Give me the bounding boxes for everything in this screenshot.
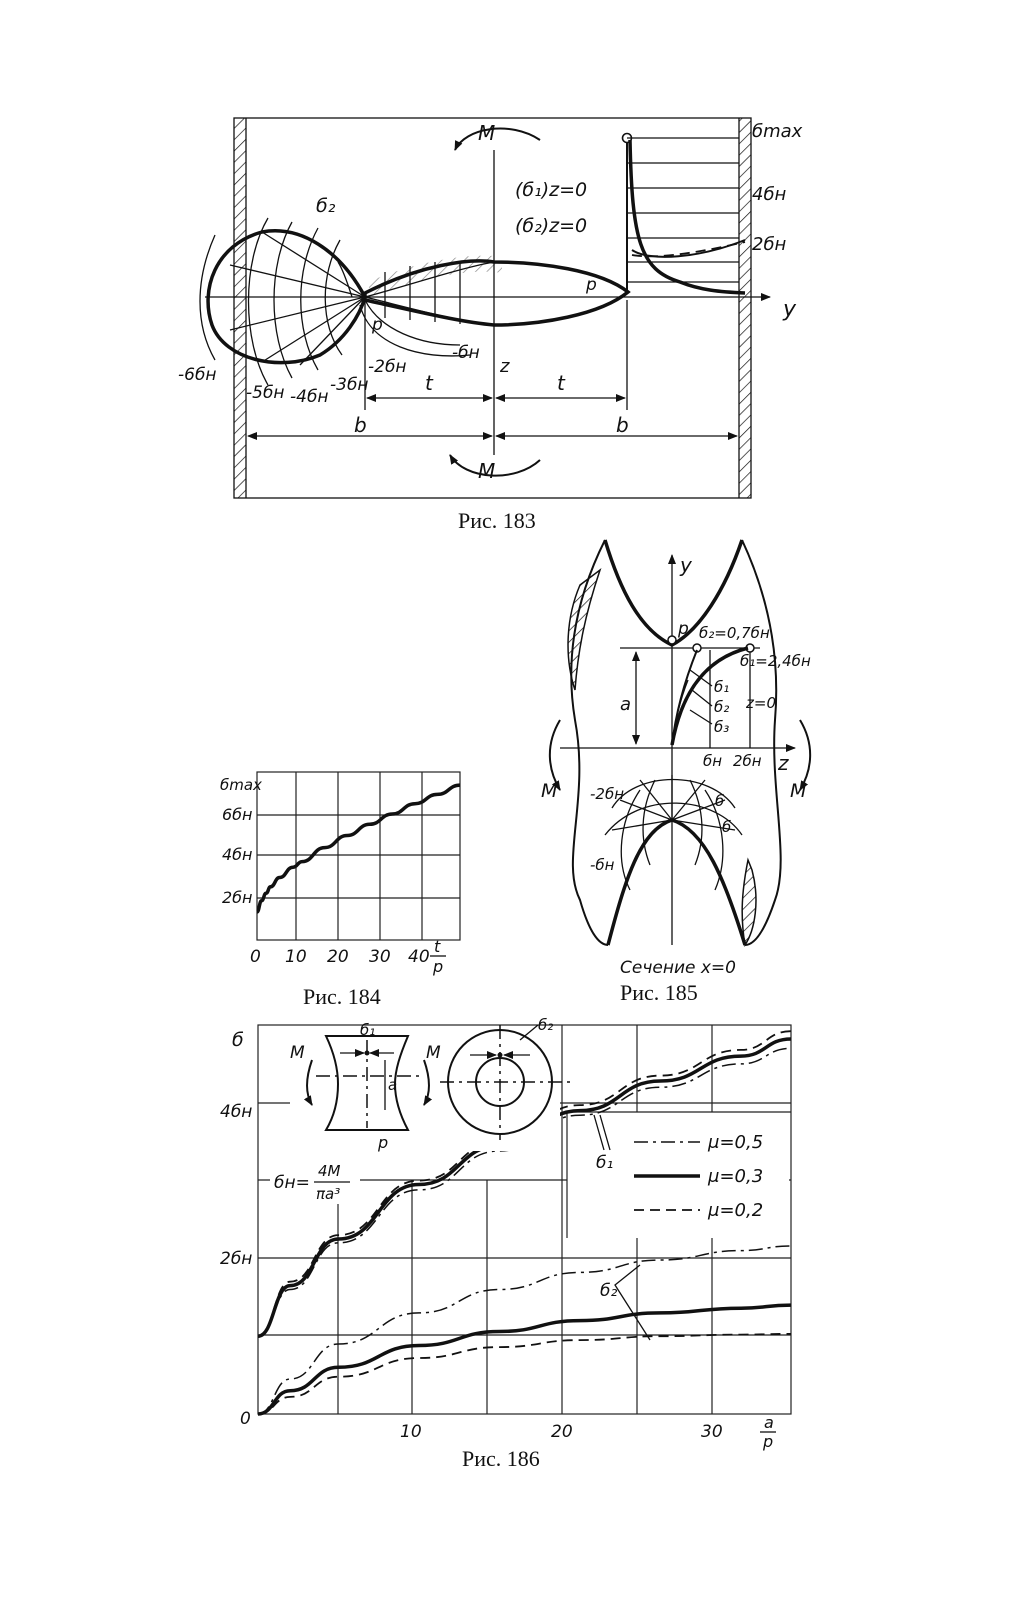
fig183-y: y <box>782 297 797 322</box>
fig183-s2: 2бн <box>752 234 787 255</box>
fig186-ytick-2: 2бн <box>220 1249 252 1269</box>
fig183-b1: b <box>354 413 367 437</box>
fig183-neg-2sn: -2бн <box>368 357 407 377</box>
fig183-neg-sn: -бн <box>452 343 480 363</box>
fig183-stress-lobe <box>206 229 367 365</box>
fig184-xtick-40: 40 <box>408 947 430 967</box>
fig185-s2n: 2бн <box>733 752 762 770</box>
fig185-y: y <box>679 553 693 577</box>
fig185-s2eq: б₂=0,7бн <box>699 624 770 642</box>
fig186-inset-M-right: M <box>426 1043 441 1063</box>
fig184-ylabel: бmax <box>220 776 262 794</box>
fig183-neg-3sn: -3бн <box>330 375 369 395</box>
fig185-sA: б <box>715 792 724 810</box>
fig186-caption: Рис. 186 <box>462 1446 540 1471</box>
fig185-section: Сечение x=0 <box>620 958 736 978</box>
legend-label-1: μ=0,3 <box>707 1166 763 1187</box>
fig185-z: z <box>777 751 789 775</box>
fig186-inset-p: p <box>377 1133 388 1152</box>
fig186-xtick-20: 20 <box>551 1422 573 1442</box>
fig186-series-4 <box>257 1303 792 1416</box>
fig183-b2: b <box>616 413 629 437</box>
fig186-inset-s1: б₁ <box>360 1021 375 1039</box>
fig186-xlabel-den: p <box>762 1432 773 1451</box>
fig186-series-3 <box>257 1245 792 1415</box>
fig183-p2: p <box>371 315 383 335</box>
fig183-s4: 4бн <box>752 184 787 205</box>
fig186: μ=0,5 μ=0,3 μ=0,2 б₁ б₂ б 2бн 4бн 0 10 2… <box>220 1016 792 1451</box>
fig184-xlabel-den: p <box>432 957 443 976</box>
fig186-formula-lhs: бн= <box>274 1173 310 1193</box>
fig184-xtick-10: 10 <box>285 947 307 967</box>
fig185-M-right: M <box>790 780 806 802</box>
fig183-label-M-bottom: M <box>478 459 495 483</box>
fig185-neg-2sn: -2бн <box>590 785 624 803</box>
fig184-ytick-6: 6бн <box>222 805 253 824</box>
fig183-neg-4sn: -4бн <box>290 387 329 407</box>
fig183-t2: t <box>557 371 566 395</box>
fig183-caption: Рис. 183 <box>458 508 536 533</box>
fig186-inset-M-left: M <box>290 1043 305 1063</box>
fig183-left-wall <box>234 118 246 498</box>
fig185-sB: б <box>722 818 731 836</box>
fig185-bottom-notch <box>606 818 747 946</box>
fig185-outer-right <box>741 539 782 946</box>
fig186-inset-specimen <box>324 1035 410 1131</box>
fig185-p: p <box>677 619 689 639</box>
fig186-series-0 <box>257 1047 792 1337</box>
fig183-cond2: (б₂)z=0 <box>515 215 587 237</box>
fig184-ytick-4: 4бн <box>222 845 253 864</box>
fig186-xlabel-num: a <box>764 1413 774 1432</box>
fig186-formula-den: πa³ <box>316 1185 340 1203</box>
legend-label-2: μ=0,2 <box>707 1200 763 1221</box>
fig185-M-left: M <box>541 780 557 802</box>
fig183-neg-5sn: -5бн <box>246 383 285 403</box>
fig184-caption: Рис. 184 <box>303 984 381 1009</box>
fig186-origin: 0 <box>240 1409 251 1429</box>
fig184-ytick-2: 2бн <box>222 888 253 907</box>
fig184-xlabel-num: t <box>434 937 441 956</box>
fig185-sn: бн <box>703 752 722 770</box>
fig185-s3: б₃ <box>714 718 729 736</box>
fig184-frame <box>256 771 461 941</box>
fig183-label-M-top: M <box>478 121 495 145</box>
fig183-sigma2: б₂ <box>316 195 336 217</box>
fig183-right-wall <box>739 118 751 498</box>
fig186-ytick-4: 4бн <box>220 1102 252 1122</box>
fig185-s1eq: б₁=2,4бн <box>740 652 811 670</box>
fig183-neg-6sn: -6бн <box>178 365 217 385</box>
fig186-ylabel: б <box>232 1029 244 1051</box>
fig184-curve <box>256 783 461 914</box>
fig184: бmax 2бн 4бн 6бн 0 10 20 30 40 t p <box>220 771 461 976</box>
fig186-formula-num: 4M <box>318 1162 341 1180</box>
fig185-s1: б₁ <box>714 678 729 696</box>
fig183-cond1: (б₁)z=0 <box>515 179 587 201</box>
fig185: y z p a б₂=0,7бн б₁=2,4бн б₁ б₂ б₃ z=0 б… <box>541 539 812 978</box>
fig186-inset-a: a <box>388 1076 397 1094</box>
fig185-zeq: z=0 <box>745 694 776 712</box>
fig186-series-5 <box>257 1333 792 1415</box>
fig184-xtick-30: 30 <box>369 947 391 967</box>
fig183-p1: p <box>585 275 597 295</box>
fig186-xtick-30: 30 <box>701 1422 723 1442</box>
fig185-a: a <box>620 694 631 715</box>
fig186-frame <box>257 1024 792 1415</box>
fig186-s1-label: б₁ <box>596 1153 613 1173</box>
legend-label-0: μ=0,5 <box>707 1132 763 1153</box>
fig185-s2: б₂ <box>714 698 729 716</box>
fig184-xtick-20: 20 <box>327 947 349 967</box>
fig186-inset-s2: б₂ <box>538 1016 553 1034</box>
fig185-caption: Рис. 185 <box>620 980 698 1005</box>
fig185-neg-sn: -бн <box>590 856 615 874</box>
fig183-z: z <box>499 356 510 377</box>
fig186-xtick-10: 10 <box>400 1422 422 1442</box>
fig186-s2-label: б₂ <box>600 1281 617 1301</box>
fig183-t1: t <box>425 371 434 395</box>
fig183-smax: бmax <box>752 121 803 142</box>
fig184-xtick-0: 0 <box>250 947 261 967</box>
fig183: M M (б₁)z=0 (б₂)z=0 б₂ бmax 4бн 2бн y z … <box>178 117 803 499</box>
